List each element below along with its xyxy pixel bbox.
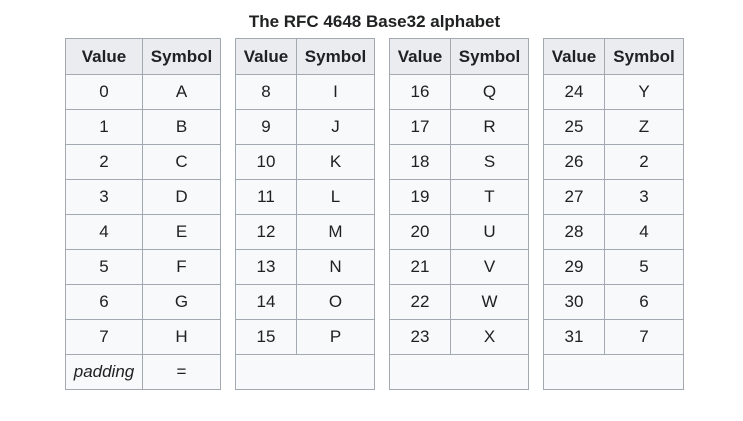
value-cell: 17 bbox=[389, 109, 451, 145]
value-cell: 0 bbox=[65, 74, 143, 110]
symbol-cell: V bbox=[450, 249, 529, 285]
symbol-cell: J bbox=[296, 109, 375, 145]
symbol-cell: Z bbox=[604, 109, 684, 145]
value-cell: 12 bbox=[235, 214, 297, 250]
symbol-cell: L bbox=[296, 179, 375, 215]
value-cell: 19 bbox=[389, 179, 451, 215]
value-cell: 30 bbox=[543, 284, 605, 320]
value-cell: 28 bbox=[543, 214, 605, 250]
value-cell: 5 bbox=[65, 249, 143, 285]
symbol-header: Symbol bbox=[142, 38, 221, 75]
symbol-cell: O bbox=[296, 284, 375, 320]
value-header: Value bbox=[65, 38, 143, 75]
symbol-cell: 7 bbox=[604, 319, 684, 355]
value-header: Value bbox=[543, 38, 605, 75]
empty-cell bbox=[389, 354, 529, 390]
symbol-cell: W bbox=[450, 284, 529, 320]
value-cell: 21 bbox=[389, 249, 451, 285]
value-cell: 6 bbox=[65, 284, 143, 320]
symbol-cell: B bbox=[142, 109, 221, 145]
value-cell: 14 bbox=[235, 284, 297, 320]
value-cell: 4 bbox=[65, 214, 143, 250]
symbol-cell: M bbox=[296, 214, 375, 250]
base32-alphabet-table: Value Symbol Value Symbol Value Symbol V… bbox=[65, 38, 684, 390]
symbol-header: Symbol bbox=[450, 38, 529, 75]
value-cell: 3 bbox=[65, 179, 143, 215]
padding-label: padding bbox=[65, 354, 143, 390]
symbol-cell: Y bbox=[604, 74, 684, 110]
value-cell: 25 bbox=[543, 109, 605, 145]
value-cell: 8 bbox=[235, 74, 297, 110]
value-cell: 31 bbox=[543, 319, 605, 355]
value-cell: 11 bbox=[235, 179, 297, 215]
value-cell: 15 bbox=[235, 319, 297, 355]
value-cell: 23 bbox=[389, 319, 451, 355]
symbol-cell: U bbox=[450, 214, 529, 250]
symbol-cell: R bbox=[450, 109, 529, 145]
symbol-cell: 4 bbox=[604, 214, 684, 250]
value-cell: 16 bbox=[389, 74, 451, 110]
value-header: Value bbox=[235, 38, 297, 75]
symbol-cell: 3 bbox=[604, 179, 684, 215]
symbol-cell: 6 bbox=[604, 284, 684, 320]
symbol-cell: X bbox=[450, 319, 529, 355]
empty-cell bbox=[543, 354, 684, 390]
padding-symbol: = bbox=[142, 354, 221, 390]
value-cell: 13 bbox=[235, 249, 297, 285]
symbol-cell: Q bbox=[450, 74, 529, 110]
symbol-cell: 5 bbox=[604, 249, 684, 285]
value-cell: 26 bbox=[543, 144, 605, 180]
symbol-cell: E bbox=[142, 214, 221, 250]
symbol-cell: 2 bbox=[604, 144, 684, 180]
symbol-cell: K bbox=[296, 144, 375, 180]
symbol-cell: G bbox=[142, 284, 221, 320]
symbol-cell: A bbox=[142, 74, 221, 110]
symbol-cell: H bbox=[142, 319, 221, 355]
value-cell: 1 bbox=[65, 109, 143, 145]
value-cell: 2 bbox=[65, 144, 143, 180]
value-cell: 18 bbox=[389, 144, 451, 180]
symbol-cell: D bbox=[142, 179, 221, 215]
value-cell: 29 bbox=[543, 249, 605, 285]
symbol-cell: S bbox=[450, 144, 529, 180]
symbol-cell: F bbox=[142, 249, 221, 285]
header-row: Value Symbol Value Symbol Value Symbol V… bbox=[65, 38, 684, 75]
table-caption: The RFC 4648 Base32 alphabet bbox=[248, 12, 501, 31]
padding-row: padding= bbox=[65, 354, 684, 390]
value-cell: 9 bbox=[235, 109, 297, 145]
value-cell: 24 bbox=[543, 74, 605, 110]
symbol-header: Symbol bbox=[604, 38, 684, 75]
value-header: Value bbox=[389, 38, 451, 75]
value-cell: 10 bbox=[235, 144, 297, 180]
value-cell: 7 bbox=[65, 319, 143, 355]
value-cell: 20 bbox=[389, 214, 451, 250]
symbol-header: Symbol bbox=[296, 38, 375, 75]
empty-cell bbox=[235, 354, 375, 390]
symbol-cell: C bbox=[142, 144, 221, 180]
symbol-cell: T bbox=[450, 179, 529, 215]
symbol-cell: N bbox=[296, 249, 375, 285]
value-cell: 22 bbox=[389, 284, 451, 320]
symbol-cell: I bbox=[296, 74, 375, 110]
symbol-cell: P bbox=[296, 319, 375, 355]
value-cell: 27 bbox=[543, 179, 605, 215]
